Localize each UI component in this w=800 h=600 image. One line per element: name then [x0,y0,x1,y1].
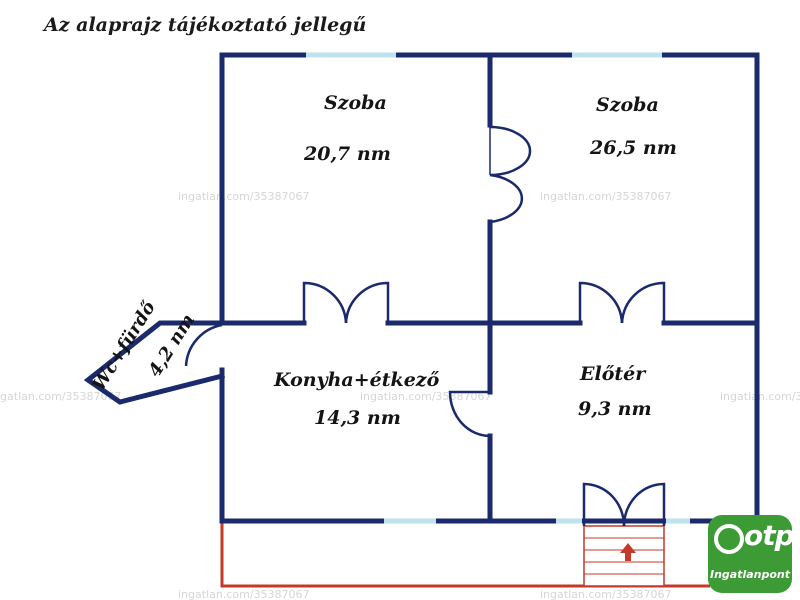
badge-logo-text: otp [744,519,792,552]
room-name-hall: Előtér [579,363,647,385]
watermarks: ingatlan.com/35387067 ingatlan.com/35387… [0,190,800,600]
door-swing [489,125,532,177]
bathroom-wall [83,320,226,405]
room-area-kitchen: 14,3 nm [314,407,401,429]
room-area-hall: 9,3 nm [578,398,652,420]
up-arrow-icon [620,543,636,561]
otp-ring-icon [714,524,744,554]
room-name-bathroom: Wc+fürdő [88,298,159,395]
door-swing [578,281,624,324]
door-swing [184,323,223,367]
room-name-bedroom-right: Szoba [596,94,659,116]
outer-wall [219,52,760,524]
terrace-outline [220,521,710,588]
door-swing [582,482,626,527]
doors [184,125,666,527]
room-labels: Szoba 20,7 nm Szoba 26,5 nm Konyha+étkez… [88,92,676,429]
watermark-3: ingatlan.com/35387067 [0,390,122,403]
door-swing [448,390,491,438]
door-swing [489,173,524,224]
otp-ingatlanpont-logo: otp Ingatlanpont [708,515,792,593]
door-swing [344,281,390,324]
door-swing [622,482,666,527]
entrance-steps [583,525,665,587]
walls [83,52,760,524]
room-area-bedroom-right: 26,5 nm [589,137,677,159]
room-name-bedroom-left: Szoba [324,92,387,114]
badge-subtitle: Ingatlanpont [709,568,791,581]
door-swing [620,281,666,324]
terrace-line [220,521,710,588]
watermark-5: ingatlan.com/35387067 [720,390,800,403]
plan-caption: Az alaprajz tájékoztató jellegű [44,14,367,36]
watermark-7: ingatlan.com/35387067 [540,588,672,600]
windows [306,52,690,524]
room-area-bedroom-left: 20,7 nm [303,143,391,165]
door-swing [302,281,348,324]
watermark-2: ingatlan.com/35387067 [540,190,672,203]
watermark-6: ingatlan.com/35387067 [178,588,310,600]
room-name-kitchen: Konyha+étkező [273,369,440,391]
steps-outline [583,525,665,587]
watermark-1: ingatlan.com/35387067 [178,190,310,203]
